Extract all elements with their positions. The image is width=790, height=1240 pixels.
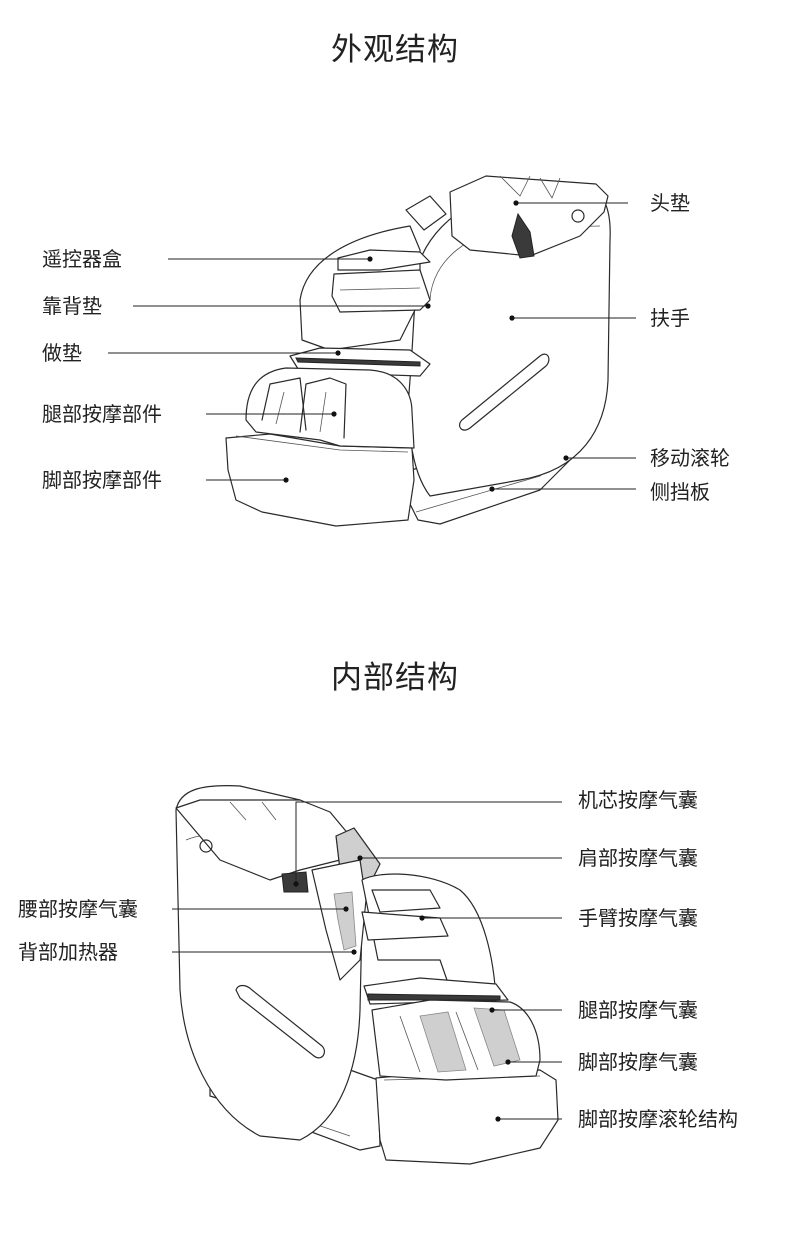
- label-head-cushion: 头垫: [650, 191, 690, 215]
- label-foot-roller: 脚部按摩滚轮结构: [578, 1107, 738, 1131]
- label-shoulder-airbag: 肩部按摩气囊: [578, 846, 698, 870]
- label-leg-massage: 腿部按摩部件: [42, 402, 162, 426]
- label-armrest: 扶手: [650, 306, 690, 330]
- interior-chair-illustration: [176, 786, 558, 1164]
- label-core-airbag: 机芯按摩气囊: [578, 788, 698, 812]
- label-side-panel: 侧挡板: [650, 480, 710, 504]
- label-wheels: 移动滚轮: [650, 446, 730, 470]
- label-arm-airbag: 手臂按摩气囊: [578, 906, 698, 930]
- label-remote-box: 遥控器盒: [42, 247, 122, 271]
- label-foot-massage: 脚部按摩部件: [42, 468, 162, 492]
- label-foot-airbag: 脚部按摩气囊: [578, 1050, 698, 1074]
- label-back-cushion: 靠背垫: [42, 294, 102, 318]
- label-seat-cushion: 做垫: [42, 341, 82, 365]
- label-back-heater: 背部加热器: [18, 940, 118, 964]
- label-waist-airbag: 腰部按摩气囊: [18, 897, 138, 921]
- label-leg-airbag: 腿部按摩气囊: [578, 998, 698, 1022]
- exterior-chair-illustration: [226, 176, 610, 526]
